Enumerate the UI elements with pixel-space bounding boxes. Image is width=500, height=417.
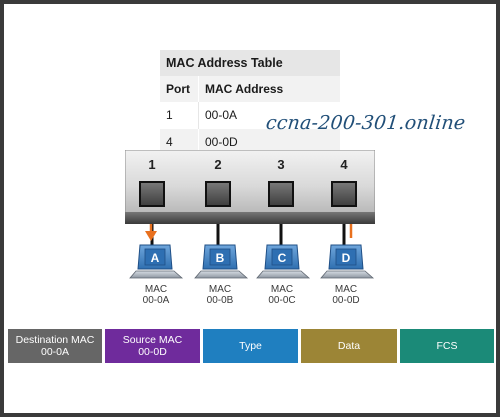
mac-caption: MAC [208,284,232,295]
table-row: 1 00-0A [160,102,340,129]
field-name: FCS [436,340,458,352]
pc-letter-b: B [216,251,225,265]
host-a-mac-label: MAC 00-0A [136,284,176,306]
source-mac-field: Source MAC 00-0D [105,329,200,363]
port-2-socket [205,181,231,207]
type-field: Type [203,329,298,363]
mac-caption: MAC [270,284,294,295]
switch: 1 2 3 4 [125,150,375,226]
field-name: Destination MAC [15,334,95,346]
fcs-field: FCS [400,329,494,363]
pc-icon-a [129,244,184,279]
pc-icon-b [194,244,249,279]
field-value: 00-0D [138,346,167,358]
port-column-header: Port [160,76,199,102]
port-cell: 1 [160,102,199,129]
pc-letter-d: D [342,251,351,265]
pc-letter-a: A [151,251,160,265]
field-name: Data [337,340,361,352]
pc-letter-c: C [278,251,287,265]
mac-value: 00-0C [268,295,296,306]
field-name: Type [239,340,262,352]
mac-table-title: MAC Address Table [160,50,340,76]
switch-chassis [125,150,375,224]
field-name: Source MAC [122,334,183,346]
mac-value: 00-0A [142,295,170,306]
data-field: Data [301,329,397,363]
port-4-socket [331,181,357,207]
mac-cell: 00-0D [205,135,238,149]
port-number-3: 3 [277,157,285,172]
destination-mac-field: Destination MAC 00-0A [8,329,102,363]
field-value: 00-0A [40,346,70,358]
mac-value: 00-0B [206,295,234,306]
mac-caption: MAC [144,284,168,295]
mac-column-header: MAC Address [198,76,340,102]
host-c-mac-label: MAC 00-0C [262,284,302,306]
pc-icon-d [320,244,375,279]
host-b-mac-label: MAC 00-0B [200,284,240,306]
mac-cell: 00-0A [198,102,340,129]
port-number-2: 2 [214,157,222,172]
port-1-socket [139,181,165,207]
mac-caption: MAC [334,284,358,295]
pc-icon-c [256,244,311,279]
host-d-mac-label: MAC 00-0D [326,284,366,306]
mac-value: 00-0D [332,295,360,306]
ethernet-frame: Destination MAC 00-0A Source MAC 00-0D T… [4,329,496,363]
port-3-socket [268,181,294,207]
port-number-1: 1 [148,157,156,172]
port-number-4: 4 [340,157,348,172]
